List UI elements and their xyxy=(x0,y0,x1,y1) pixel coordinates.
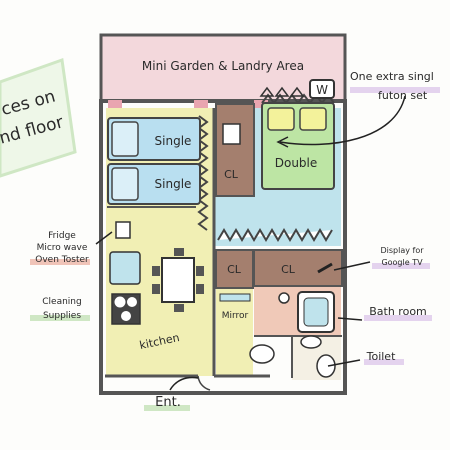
hanger-icon xyxy=(259,86,305,97)
closet-right xyxy=(253,249,343,287)
futon-label: futon set xyxy=(378,89,428,102)
pillow xyxy=(111,121,139,157)
fridge-icon xyxy=(115,221,131,239)
futon-label: One extra singl xyxy=(350,70,434,83)
double-bed-label: Double xyxy=(275,156,318,170)
appliances-label: Fridge xyxy=(48,231,76,241)
display-label: Google TV xyxy=(381,258,423,267)
display-label: Display for xyxy=(380,246,424,255)
pillow xyxy=(267,107,295,131)
dining-table xyxy=(161,257,195,303)
mirror-label: Mirror xyxy=(222,311,249,321)
chair xyxy=(196,266,204,276)
shower-icon xyxy=(278,292,290,304)
single-bed-label: Single xyxy=(155,177,192,191)
entrance-label: Ent. xyxy=(155,395,181,410)
pillow xyxy=(299,107,327,131)
washbasin xyxy=(300,335,322,349)
nightstand xyxy=(222,123,241,145)
closet-label: CL xyxy=(224,168,239,181)
bathtub-water xyxy=(303,297,329,327)
sink-icon xyxy=(109,251,141,285)
appliances-label: Micro wave xyxy=(37,243,88,253)
burner xyxy=(121,311,131,321)
garden-area xyxy=(99,33,347,103)
burner xyxy=(114,296,126,308)
burner xyxy=(127,297,137,307)
vent xyxy=(108,100,122,108)
toilet-icon xyxy=(316,354,336,378)
vent xyxy=(194,100,208,108)
closet-label: CL xyxy=(227,263,242,276)
chair xyxy=(196,284,204,294)
cleaning-label: Cleaning xyxy=(42,297,81,307)
chair xyxy=(152,266,160,276)
chair xyxy=(174,248,184,256)
chair xyxy=(174,304,184,312)
appliances-label: Oven Toster xyxy=(35,255,89,265)
tv-icon xyxy=(317,262,333,274)
bathroom-label: Bath room xyxy=(369,305,427,318)
washbasin xyxy=(249,344,275,364)
partition-zigzag xyxy=(197,115,209,231)
mirror xyxy=(219,293,251,302)
bath-arrow xyxy=(337,317,363,321)
door-swing xyxy=(197,375,211,391)
hallway-floor xyxy=(216,288,253,376)
toilet-arrow xyxy=(327,359,361,367)
washer-icon xyxy=(309,79,335,99)
partition-zigzag xyxy=(217,228,333,242)
chair xyxy=(152,284,160,294)
display-arrow xyxy=(333,261,371,271)
fridge-arrow xyxy=(95,231,113,245)
entrance-arrow xyxy=(169,376,199,391)
pillow xyxy=(111,167,139,201)
toilet-label: Toilet xyxy=(366,350,396,363)
arrow-head xyxy=(276,136,289,148)
single-bed-label: Single xyxy=(155,134,192,148)
washer-label: W xyxy=(316,83,328,97)
vent xyxy=(254,100,268,108)
note-paper xyxy=(0,57,77,178)
closet-upper xyxy=(215,103,255,197)
cleaning-label: Supplies xyxy=(43,311,81,321)
closet-label: CL xyxy=(281,263,296,276)
futon-arrow xyxy=(279,95,406,146)
garden-label: Mini Garden & Landry Area xyxy=(142,59,304,73)
